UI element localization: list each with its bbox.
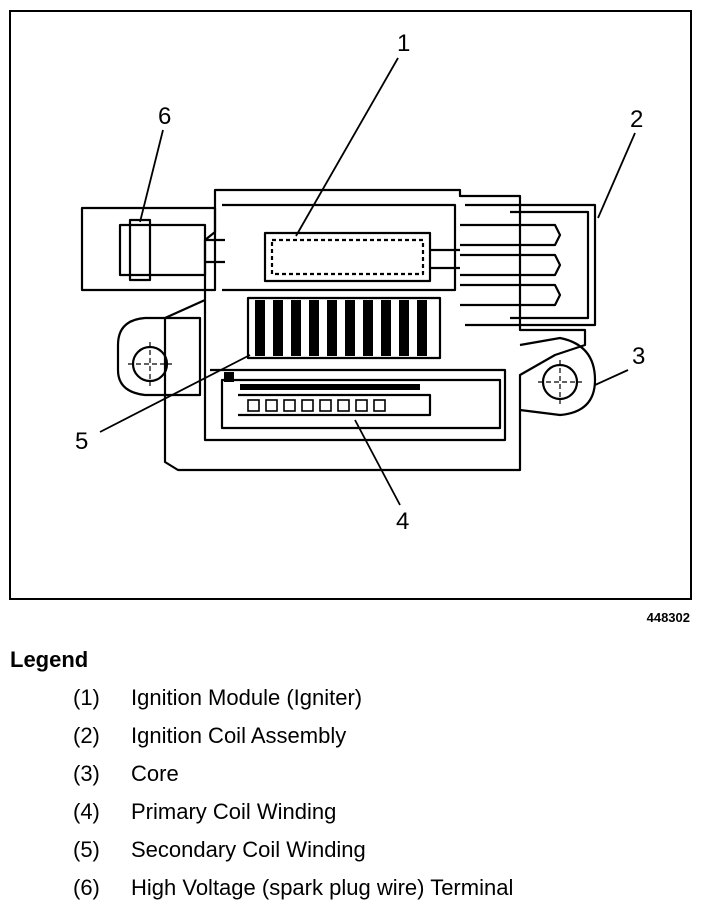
diagram-frame	[9, 10, 692, 600]
legend-item-number: (2)	[73, 723, 100, 748]
core-inner-frame	[203, 300, 507, 442]
coil-connector	[465, 203, 597, 327]
callout-3: 3	[632, 343, 646, 370]
legend-item-label: Ignition Coil Assembly	[131, 723, 347, 748]
legend-item-number: (3)	[73, 761, 100, 786]
secondary-winding	[246, 296, 442, 360]
legend-item-label: Secondary Coil Winding	[131, 837, 366, 862]
callout-2: 2	[630, 106, 644, 133]
legend-item-label: High Voltage (spark plug wire) Terminal	[131, 875, 514, 900]
legend-item-label: Core	[131, 761, 179, 786]
right-mount-ear	[519, 336, 597, 417]
legend-item-number: (6)	[73, 875, 100, 900]
legend-item-number: (1)	[73, 685, 100, 710]
core-housing	[163, 188, 587, 472]
legend-item-number: (5)	[73, 837, 100, 862]
callout-6: 6	[158, 103, 172, 130]
legend-title: Legend	[10, 647, 89, 672]
left-mount-ear	[116, 316, 202, 397]
primary-winding-turns	[247, 399, 386, 412]
leader-lines	[99, 57, 636, 506]
primary-winding	[220, 378, 502, 430]
secondary-winding-coils	[224, 300, 427, 390]
ignition-module	[263, 231, 432, 283]
legend-item-number: (4)	[73, 799, 100, 824]
callout-5: 5	[75, 428, 89, 455]
legend-item-label: Primary Coil Winding	[131, 799, 337, 824]
hv-terminal-tower	[80, 206, 217, 292]
callout-1: 1	[397, 30, 411, 57]
figure-id: 448302	[646, 610, 690, 625]
callout-4: 4	[396, 508, 410, 535]
legend-item-label: Ignition Module (Igniter)	[131, 685, 363, 710]
ignition-coil-diagram	[80, 57, 636, 506]
